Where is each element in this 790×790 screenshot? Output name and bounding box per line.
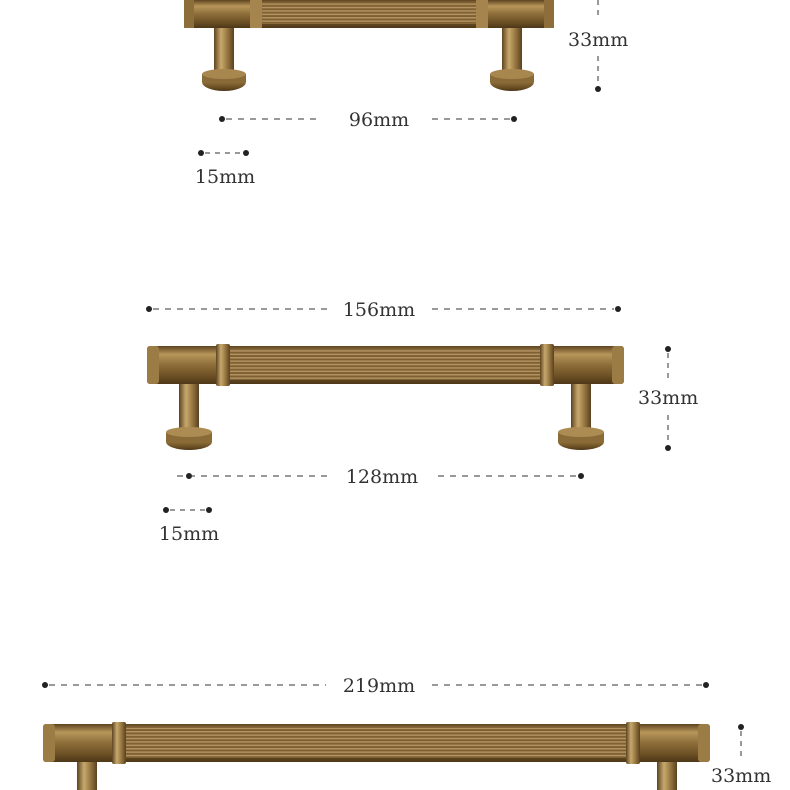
height-label: 33mm [711, 765, 771, 787]
hole-spacing-label: 128mm [346, 466, 418, 488]
post-diameter-label: 15mm [159, 523, 219, 545]
post-diameter-label: 15mm [195, 166, 255, 188]
handle-post [214, 18, 234, 74]
handle-post [657, 756, 677, 790]
dimension-height-96: 33mm [568, 0, 628, 92]
dimension-post-diameter-128: 15mm [159, 507, 219, 545]
handle-96mm [184, 0, 554, 91]
dimension-overall-156: 156mm [146, 299, 621, 321]
hole-spacing-label: 96mm [349, 109, 409, 131]
height-label: 33mm [638, 387, 698, 409]
handle-post [571, 378, 591, 434]
handle-128mm [147, 344, 624, 450]
height-label: 33mm [568, 29, 628, 51]
handle-192mm [43, 722, 710, 790]
handle-post [502, 18, 522, 74]
dimension-hole-spacing-128: 128mm [177, 466, 584, 488]
dimension-post-diameter-96: 15mm [195, 150, 255, 188]
handle-post [179, 378, 199, 434]
overall-length-label: 156mm [343, 299, 415, 321]
dimension-height-219: 33mm [711, 724, 771, 787]
dimension-hole-spacing-96: 96mm [219, 109, 517, 131]
handle-post [77, 756, 97, 790]
overall-length-label: 219mm [343, 675, 415, 697]
dimension-height-128: 33mm [638, 346, 698, 451]
dimension-overall-219: 219mm [42, 675, 709, 697]
